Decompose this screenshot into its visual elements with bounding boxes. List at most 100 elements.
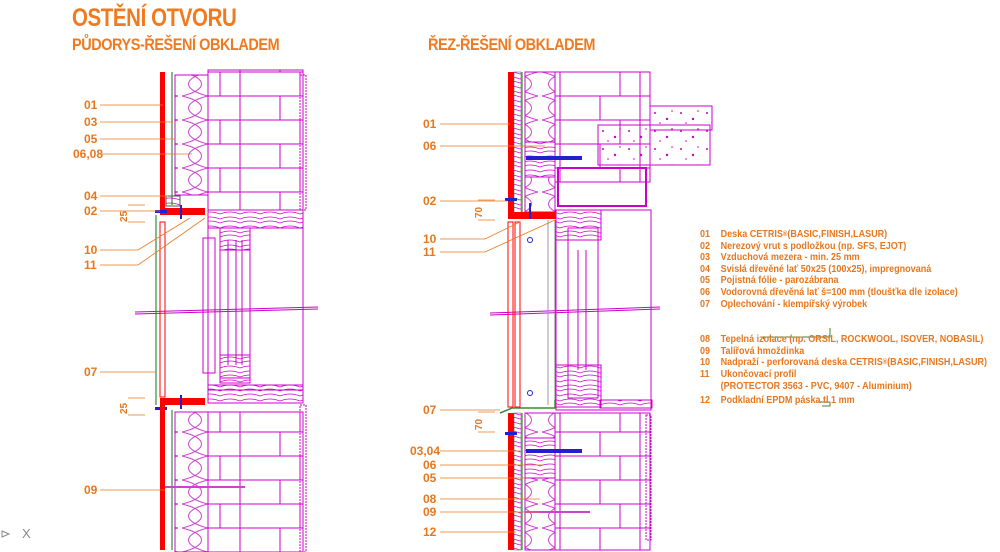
- plaster-bottom: [299, 404, 307, 552]
- legend-num: 11: [700, 367, 710, 380]
- callout-03: 03: [84, 115, 98, 129]
- callout-10: 10: [423, 232, 437, 246]
- cladding-board-bottom: [508, 413, 514, 550]
- legend-num: 09: [700, 344, 711, 357]
- legend-text: Svislá dřevěné lať 50x25 (100x25), impre…: [720, 262, 932, 275]
- registered-mark: ®: [782, 231, 788, 238]
- screw-bottom: [505, 432, 517, 435]
- masonry-wall-bottom: [554, 412, 651, 551]
- drawing-title: OSTĚNÍ OTVORU: [72, 4, 237, 32]
- break-line-a: [489, 306, 661, 314]
- floor-slab: [597, 124, 711, 166]
- fixing-point-bottom: [527, 390, 533, 396]
- plaster-bottom: [645, 414, 652, 541]
- vertical-batten-top: [513, 71, 522, 218]
- callout-10: 10: [84, 243, 98, 257]
- sash-profile-top: [219, 227, 251, 251]
- legend-subtext: (PROTECTOR 3563 - PVC, 9407 - Aluminium): [720, 379, 912, 392]
- plan-view-title: PŮDORYS-ŘEŠENÍ OBKLADEM: [72, 35, 280, 54]
- section-callouts: [440, 123, 556, 533]
- reveal-board: [159, 221, 166, 398]
- callout-07: 07: [423, 403, 437, 417]
- callout-06-bottom: 06: [423, 458, 437, 472]
- window-jamb: [202, 237, 216, 374]
- insulation-bottom-a: [524, 412, 556, 439]
- legend-text: Nerezový vrut s podložkou (np. SFS, EJOT…: [720, 239, 907, 252]
- legend-num: 07: [700, 297, 711, 310]
- legend-text: Vodorovná dřevěná lať š=100 mm (tloušťka…: [720, 285, 958, 298]
- legend-num: 10: [700, 356, 711, 369]
- legend-num: 01: [700, 228, 711, 240]
- legend-text: Talířová hmoždinka: [720, 344, 805, 357]
- dimension-bottom: 70: [474, 418, 485, 430]
- screw-lintel: [529, 203, 531, 219]
- legend-item: 09 Talířová hmoždinka: [700, 344, 987, 358]
- callout-06: 06: [423, 139, 437, 153]
- legend-item-sub: (PROTECTOR 3563 - PVC, 9407 - Aluminium): [700, 379, 987, 393]
- insulation-bottom: [174, 411, 209, 552]
- registered-mark: ®: [882, 359, 888, 367]
- batten-top: [165, 195, 181, 207]
- cladding-board-top: [160, 72, 165, 212]
- callout-02: 02: [84, 204, 98, 218]
- screw-top: [505, 198, 517, 201]
- callout-07: 07: [84, 365, 98, 379]
- window-sill-board: [599, 399, 653, 409]
- lintel-board: [508, 212, 556, 219]
- break-line-b: [489, 308, 661, 316]
- dimension-bottom: 25: [119, 402, 130, 414]
- window-frame-top: [207, 209, 304, 229]
- reveal-board-b: [514, 221, 521, 408]
- callout-11: 11: [84, 258, 97, 272]
- legend-num: 08: [700, 333, 711, 346]
- callout-09: 09: [423, 505, 437, 519]
- window-frame-bottom: [207, 384, 304, 404]
- legend-text: Oplechování - klempířský výrobek: [720, 297, 868, 310]
- cladding-board-bottom: [160, 405, 165, 550]
- dimension-top: 70: [474, 206, 485, 218]
- callout-04: 04: [84, 189, 98, 203]
- dimension-top: 25: [119, 210, 130, 222]
- plan-view: [134, 69, 319, 552]
- callout-05: 05: [84, 132, 98, 146]
- legend-text: Deska CETRIS: [720, 228, 783, 240]
- legend-item: 07 Oplechování - klempířský výrobek: [700, 297, 987, 311]
- anchor-dowel-bottom: [526, 449, 582, 453]
- ucs-x-label: X: [22, 526, 31, 541]
- legend-separator-symbol: [762, 328, 831, 342]
- masonry-wall-top: [207, 69, 304, 211]
- callout-05: 05: [423, 471, 437, 485]
- screw-top: [155, 210, 167, 213]
- legend-text: Vzduchová mezera - min. 25 mm: [720, 251, 860, 264]
- legend-text: Podkladní EPDM páska tl.1 mm: [720, 394, 855, 407]
- window-frame-top: [555, 209, 602, 241]
- sash-profile-bottom: [219, 354, 251, 384]
- horizontal-batten-bottom: [524, 437, 556, 479]
- reveal-board-top: [160, 208, 205, 215]
- legend-num: 06: [700, 285, 711, 298]
- profile-symbol: [818, 401, 831, 407]
- callout-06-08: 06,08: [73, 147, 103, 161]
- screw-reveal-bottom: [180, 395, 182, 409]
- callout-08: 08: [423, 492, 437, 506]
- callout-01: 01: [423, 117, 437, 131]
- vertical-batten-bottom: [513, 412, 522, 551]
- masonry-wall-bottom: [207, 411, 304, 552]
- cladding-board-top: [508, 72, 514, 217]
- reveal-board-bottom: [160, 398, 205, 405]
- insulation-top: [174, 74, 209, 196]
- insulation-top: [524, 71, 556, 143]
- window-frame-bottom: [555, 364, 602, 408]
- plan-callouts: [100, 104, 206, 491]
- legend-text: Nadpraží - perforovaná deska CETRIS: [720, 356, 883, 369]
- insulation-bottom-b: [524, 477, 556, 551]
